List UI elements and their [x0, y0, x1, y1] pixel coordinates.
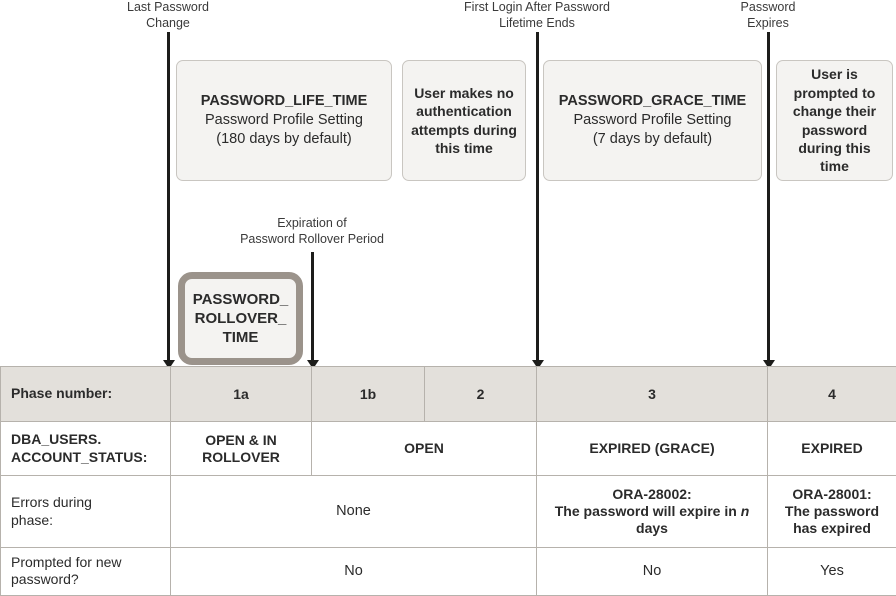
table-row-phase-number: Phase number: 1a 1b 2 3 4 — [0, 365, 896, 423]
info-box-line: PASSWORD_GRACE_TIME — [558, 93, 747, 110]
cell-phase-3: 3 — [536, 365, 768, 423]
cell-status-expired: EXPIRED — [767, 421, 896, 477]
info-box-user-prompted: User is prompted to change their passwor… — [776, 60, 893, 181]
table-row-errors-during-phase: Errors during phase: None ORA-28002: The… — [0, 475, 896, 548]
table-row-account-status: DBA_USERS. ACCOUNT_STATUS: OPEN & IN ROL… — [0, 421, 896, 477]
callout-box-password-rollover-time: PASSWORD_ ROLLOVER_ TIME — [178, 272, 303, 365]
cell-errors-ora-28001: ORA-28001: The password has expired — [767, 475, 896, 548]
cell-prompted-yes: Yes — [767, 546, 896, 596]
cell-status-1a: OPEN & IN ROLLOVER — [170, 421, 312, 477]
info-box-password-grace-time: PASSWORD_GRACE_TIME Password Profile Set… — [543, 60, 762, 181]
arrowhead-icon — [531, 360, 544, 369]
variable-n: n — [740, 503, 750, 520]
row-label-prompted-for-new-password: Prompted for new password? — [0, 546, 171, 596]
info-box-line: PASSWORD_LIFE_TIME — [200, 93, 368, 110]
marker-label-password-expires: Password Expires — [740, 0, 796, 30]
cell-phase-4: 4 — [767, 365, 896, 423]
info-box-line: (180 days by default) — [216, 130, 352, 147]
cell-phase-1b: 1b — [311, 365, 425, 423]
arrowhead-icon — [762, 360, 775, 369]
arrowhead-icon — [162, 360, 175, 369]
cell-phase-1a: 1a — [170, 365, 312, 423]
info-box-no-auth-attempts: User makes no authentication attempts du… — [402, 60, 526, 181]
info-box-line: Password Profile Setting — [205, 112, 363, 129]
cell-prompted-no-2: No — [536, 546, 768, 596]
phase-matrix-table: Phase number: 1a 1b 2 3 4 DBA_USERS. ACC… — [0, 365, 896, 596]
cell-prompted-no-1: No — [170, 546, 537, 596]
row-label-account-status: DBA_USERS. ACCOUNT_STATUS: — [0, 421, 171, 477]
cell-errors-ora-28002: ORA-28002: The password will expire in n… — [536, 475, 768, 548]
row-label-errors-during-phase: Errors during phase: — [0, 475, 171, 548]
cell-status-open: OPEN — [311, 421, 537, 477]
table-row-prompted-for-new-password: Prompted for new password? No No Yes — [0, 546, 896, 596]
arrowhead-icon — [306, 360, 319, 369]
info-box-line: User makes no authentication attempts du… — [411, 84, 517, 156]
info-box-line: (7 days by default) — [592, 130, 713, 147]
cell-phase-2: 2 — [424, 365, 537, 423]
marker-label-last-password-change: Last Password Change — [127, 0, 209, 30]
info-box-password-life-time: PASSWORD_LIFE_TIME Password Profile Sett… — [176, 60, 392, 181]
row-label-phase-number: Phase number: — [0, 365, 171, 423]
timeline-arrow-password-expires — [762, 32, 775, 369]
marker-label-first-login-after-lifetime: First Login After Password Lifetime Ends — [464, 0, 610, 30]
info-box-line: Password Profile Setting — [573, 112, 732, 129]
timeline-arrow-first-login-after-lifetime — [531, 32, 544, 369]
callout-box-label: PASSWORD_ ROLLOVER_ TIME — [192, 290, 289, 347]
cell-status-expired-grace: EXPIRED (GRACE) — [536, 421, 768, 477]
timeline-arrow-last-password-change — [162, 32, 175, 369]
cell-errors-none: None — [170, 475, 537, 548]
timeline-arrow-expiration-of-rollover — [306, 252, 319, 369]
info-box-line: User is prompted to change their passwor… — [792, 66, 877, 175]
marker-label-expiration-of-rollover: Expiration of Password Rollover Period — [240, 216, 384, 246]
